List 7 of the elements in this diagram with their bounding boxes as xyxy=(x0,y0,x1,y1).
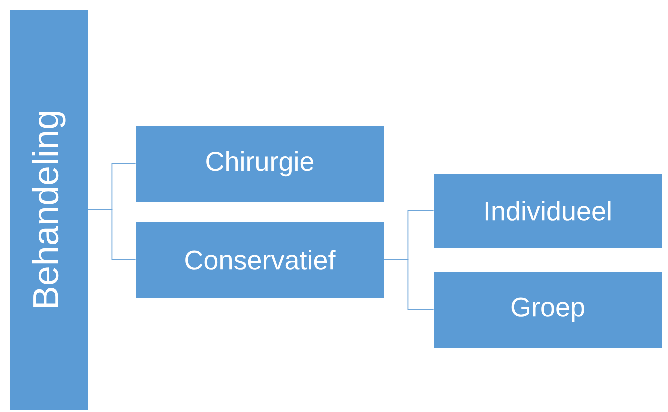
category-box: Conservatief xyxy=(136,222,384,298)
category-box: Chirurgie xyxy=(136,126,384,202)
category-box: Individueel xyxy=(434,174,662,248)
title-bar: Behandeling xyxy=(10,10,88,410)
connector xyxy=(88,210,136,260)
category-box: Groep xyxy=(434,272,662,348)
connector xyxy=(384,260,434,310)
